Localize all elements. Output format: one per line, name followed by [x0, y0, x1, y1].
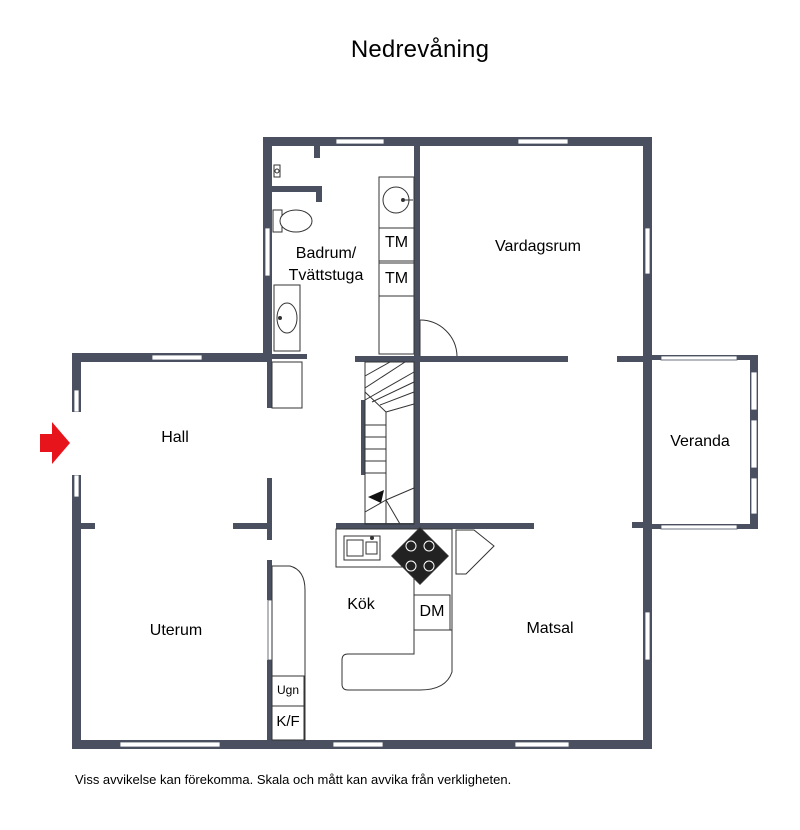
toilet-icon — [272, 209, 313, 233]
entrance-door-opening — [72, 412, 81, 475]
fixture-label-ugn: Ugn — [276, 683, 299, 697]
washing-machine-2 — [378, 262, 415, 297]
interior-walls — [81, 146, 652, 740]
kitchen-island — [341, 629, 453, 691]
entrance-arrow-icon — [40, 422, 70, 464]
round-sink-icon — [382, 186, 413, 214]
small-sink-icon — [273, 164, 281, 178]
room-label-vardagsrum: Vardagsrum — [495, 238, 581, 255]
washing-machine-1 — [378, 227, 415, 262]
disclaimer-text: Viss avvikelse kan förekomma. Skala och … — [75, 772, 512, 787]
room-label-uterum: Uterum — [149, 622, 203, 639]
bathroom-fixtures — [272, 164, 415, 355]
stove-icon — [391, 527, 449, 585]
fixture-label-kf: K/F — [276, 713, 300, 730]
fixture-label-tm-1: TM — [384, 234, 409, 251]
room-label-badrum: Badrum/ Tvättstuga — [277, 243, 375, 287]
stairs-direction-arrow-icon — [368, 490, 384, 503]
room-label-veranda: Veranda — [670, 433, 730, 450]
room-label-hall: Hall — [161, 429, 189, 446]
hall-wardrobe — [271, 361, 303, 409]
staircase — [364, 361, 415, 525]
room-label-badrum-line1: Badrum/ — [295, 245, 357, 262]
page-title: Nedrevåning — [350, 36, 490, 63]
kitchen-fixtures — [271, 527, 495, 741]
dishwasher — [413, 594, 451, 631]
washbasin-icon — [273, 284, 301, 352]
room-label-matsal: Matsal — [526, 620, 574, 637]
double-sink-icon — [343, 535, 381, 561]
veranda-structure — [652, 355, 758, 530]
oven — [271, 675, 305, 707]
room-label-badrum-line2: Tvättstuga — [288, 267, 364, 284]
fixture-label-dm: DM — [419, 603, 445, 620]
fixture-label-tm-2: TM — [384, 270, 409, 287]
door-swing — [419, 319, 458, 357]
room-label-kok: Kök — [347, 596, 375, 613]
fridge-freezer — [271, 705, 305, 741]
